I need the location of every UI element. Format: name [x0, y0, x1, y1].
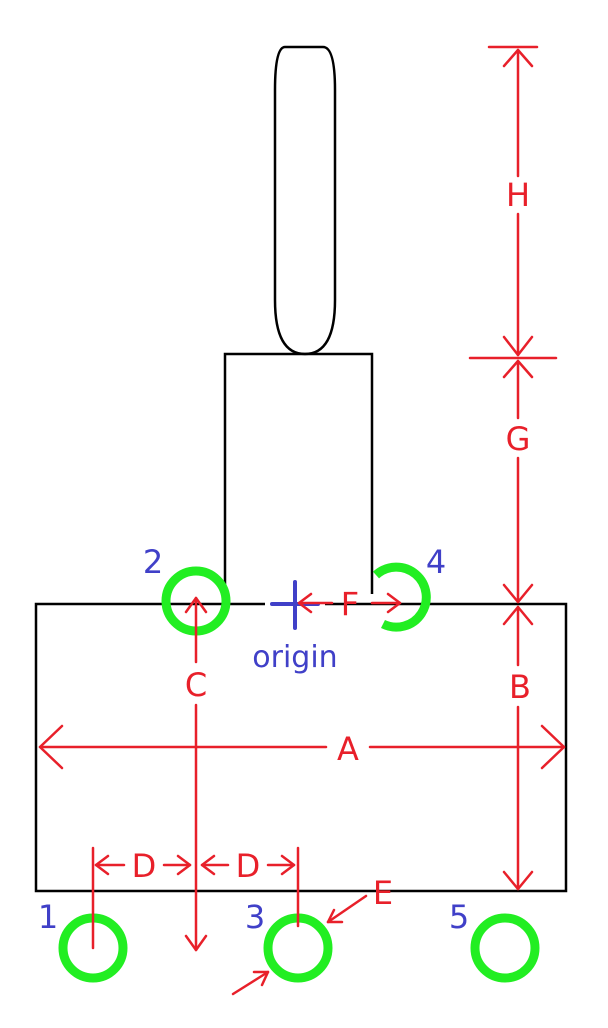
dimension-a — [38, 724, 566, 770]
dimension-lines — [38, 45, 566, 996]
label-b: B — [509, 668, 531, 706]
pin-label-4: 4 — [426, 543, 446, 581]
dimension-labels: H G B A C D D E F — [132, 176, 531, 912]
dimension-e — [231, 894, 368, 996]
base-body — [34, 602, 568, 893]
label-f: F — [341, 585, 359, 623]
dimension-h — [487, 45, 539, 357]
component-outline — [34, 45, 568, 893]
pin-label-2: 2 — [143, 543, 163, 581]
pin-label-5: 5 — [449, 898, 469, 936]
label-g: G — [506, 420, 531, 458]
label-e: E — [373, 874, 393, 912]
dimension-d-right — [200, 846, 300, 928]
pin-label-3: 3 — [245, 898, 265, 936]
label-c: C — [185, 666, 207, 704]
label-h: H — [506, 176, 530, 214]
label-d-left: D — [132, 847, 157, 885]
dimension-d-left — [91, 846, 192, 950]
pin-label-1: 1 — [38, 898, 58, 936]
origin-label: origin — [252, 640, 337, 675]
dimension-f — [297, 592, 402, 614]
pad-5 — [470, 913, 540, 983]
label-a: A — [337, 730, 359, 768]
origin-marker — [270, 580, 320, 630]
pad-4 — [372, 562, 431, 632]
dimension-c — [184, 596, 208, 952]
pin-labels: 1 2 3 4 5 — [38, 543, 469, 936]
neck-body — [223, 352, 374, 604]
dimension-g — [468, 356, 558, 604]
dimension-b — [502, 605, 534, 891]
lever — [273, 45, 337, 356]
label-d-right: D — [236, 847, 261, 885]
